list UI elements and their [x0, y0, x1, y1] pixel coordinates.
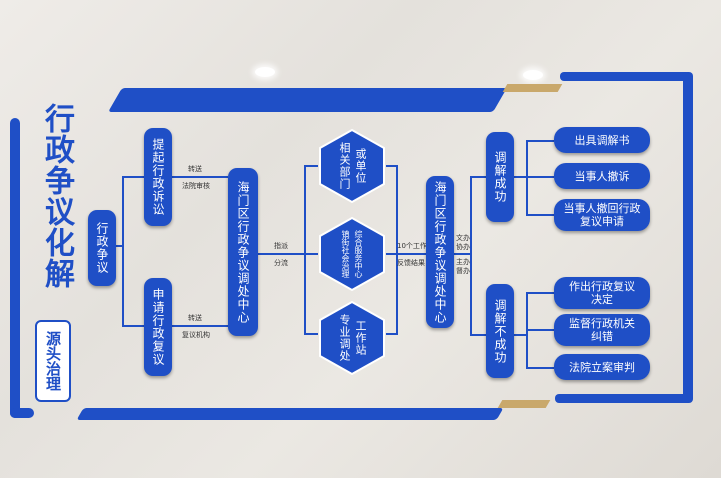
connector: [122, 176, 144, 178]
hex-mid-text-1: 镇街社会治理: [341, 230, 350, 278]
connector: [454, 253, 472, 255]
hexagon-shape: [319, 300, 385, 376]
connector: [526, 367, 554, 369]
outcome-withdraw-review-application: 当事人撤回行政复议申请: [554, 199, 650, 231]
label-assign: 指派: [274, 242, 288, 250]
main-title: 行政争议化解: [39, 103, 74, 289]
connector: [304, 253, 318, 255]
label-wenban: 文办: [456, 234, 470, 242]
hex-bot-text-1: 专业调处: [338, 314, 351, 362]
connector: [304, 333, 318, 335]
node-admin-dispute: 行政争议: [88, 210, 116, 286]
connector: [304, 165, 318, 167]
connector: [116, 245, 124, 247]
node-mediation-center-right: 海门区行政争议调处中心: [426, 176, 454, 328]
gold-accent-bottom: [497, 400, 551, 408]
node-mediation-center-left: 海门区行政争议调处中心: [228, 168, 258, 336]
node-mediation-success: 调解成功: [486, 132, 514, 222]
gold-accent-top: [502, 84, 563, 92]
connector: [470, 176, 486, 178]
connector: [470, 334, 486, 336]
sub-title-badge: 源头治理: [35, 320, 71, 402]
connector: [172, 325, 228, 327]
connector: [172, 176, 228, 178]
connector: [526, 292, 554, 294]
hex-town-service-center: 镇街社会治理 综合服务中心: [318, 216, 386, 292]
node-apply-review: 申请行政复议: [144, 278, 172, 376]
label-zhuban: 主办: [456, 258, 470, 266]
label-divert: 分流: [274, 259, 288, 267]
hex-professional-station: 专业调处 工作站: [318, 300, 386, 376]
label-xieban: 协办: [456, 243, 470, 251]
connector: [386, 333, 398, 335]
left-frame-bottom: [10, 408, 34, 418]
node-mediation-center-right-text: 海门区行政争议调处中心: [433, 180, 447, 324]
node-mediation-failure-text: 调解不成功: [493, 298, 507, 364]
outcome-court-filing: 法院立案审判: [554, 354, 650, 380]
connector: [386, 165, 398, 167]
node-file-lawsuit: 提起行政诉讼: [144, 128, 172, 226]
connector: [526, 140, 554, 142]
outcome-party-withdraws-suit: 当事人撤诉: [554, 163, 650, 189]
ceiling-light-right: [523, 70, 543, 80]
connector: [122, 325, 144, 327]
connector: [514, 176, 528, 178]
connector: [470, 176, 472, 336]
connector: [304, 165, 306, 335]
node-admin-dispute-text: 行政争议: [95, 222, 109, 274]
label-review-org: 复议机构: [182, 331, 210, 339]
bottom-frame-bar: [76, 408, 504, 420]
hexagon-shape: [319, 128, 385, 204]
node-file-lawsuit-text: 提起行政诉讼: [151, 138, 165, 216]
connector: [526, 214, 554, 216]
connector: [396, 165, 398, 335]
connector: [396, 253, 426, 255]
label-transfer-top: 转送: [188, 165, 202, 173]
hex-bot-text-2: 工作站: [354, 320, 367, 356]
right-frame-bottom: [555, 394, 693, 403]
label-feedback: 反馈结果: [397, 259, 425, 267]
outcome-issue-mediation-doc: 出具调解书: [554, 127, 650, 153]
connector: [122, 176, 124, 326]
node-apply-review-text: 申请行政复议: [151, 288, 165, 366]
label-ten-days: 10个工作日: [397, 242, 434, 250]
right-frame-top: [560, 72, 690, 81]
label-duban: 督办: [456, 267, 470, 275]
right-frame-side: [683, 72, 693, 402]
node-mediation-failure: 调解不成功: [486, 284, 514, 378]
hex-mid-text-2: 综合服务中心: [354, 230, 363, 278]
hex-related-departments: 相关部门 或单位: [318, 128, 386, 204]
node-mediation-success-text: 调解成功: [493, 151, 507, 203]
outcome-supervise-correction: 监督行政机关纠错: [554, 314, 650, 346]
connector: [258, 253, 304, 255]
node-mediation-center-left-text: 海门区行政争议调处中心: [236, 180, 250, 324]
left-frame-side: [10, 118, 20, 418]
connector: [386, 253, 398, 255]
hexagon-shape: [319, 216, 385, 292]
outcome-review-decision: 作出行政复议决定: [554, 277, 650, 309]
connector: [514, 334, 528, 336]
label-court-review: 法院审核: [182, 182, 210, 190]
connector: [526, 176, 554, 178]
hex-top-text-1: 相关部门: [338, 142, 351, 190]
top-banner-bar: [108, 88, 507, 112]
ceiling-light-left: [255, 67, 275, 77]
connector: [526, 329, 554, 331]
label-transfer-bottom: 转送: [188, 314, 202, 322]
hex-top-text-2: 或单位: [354, 148, 367, 184]
